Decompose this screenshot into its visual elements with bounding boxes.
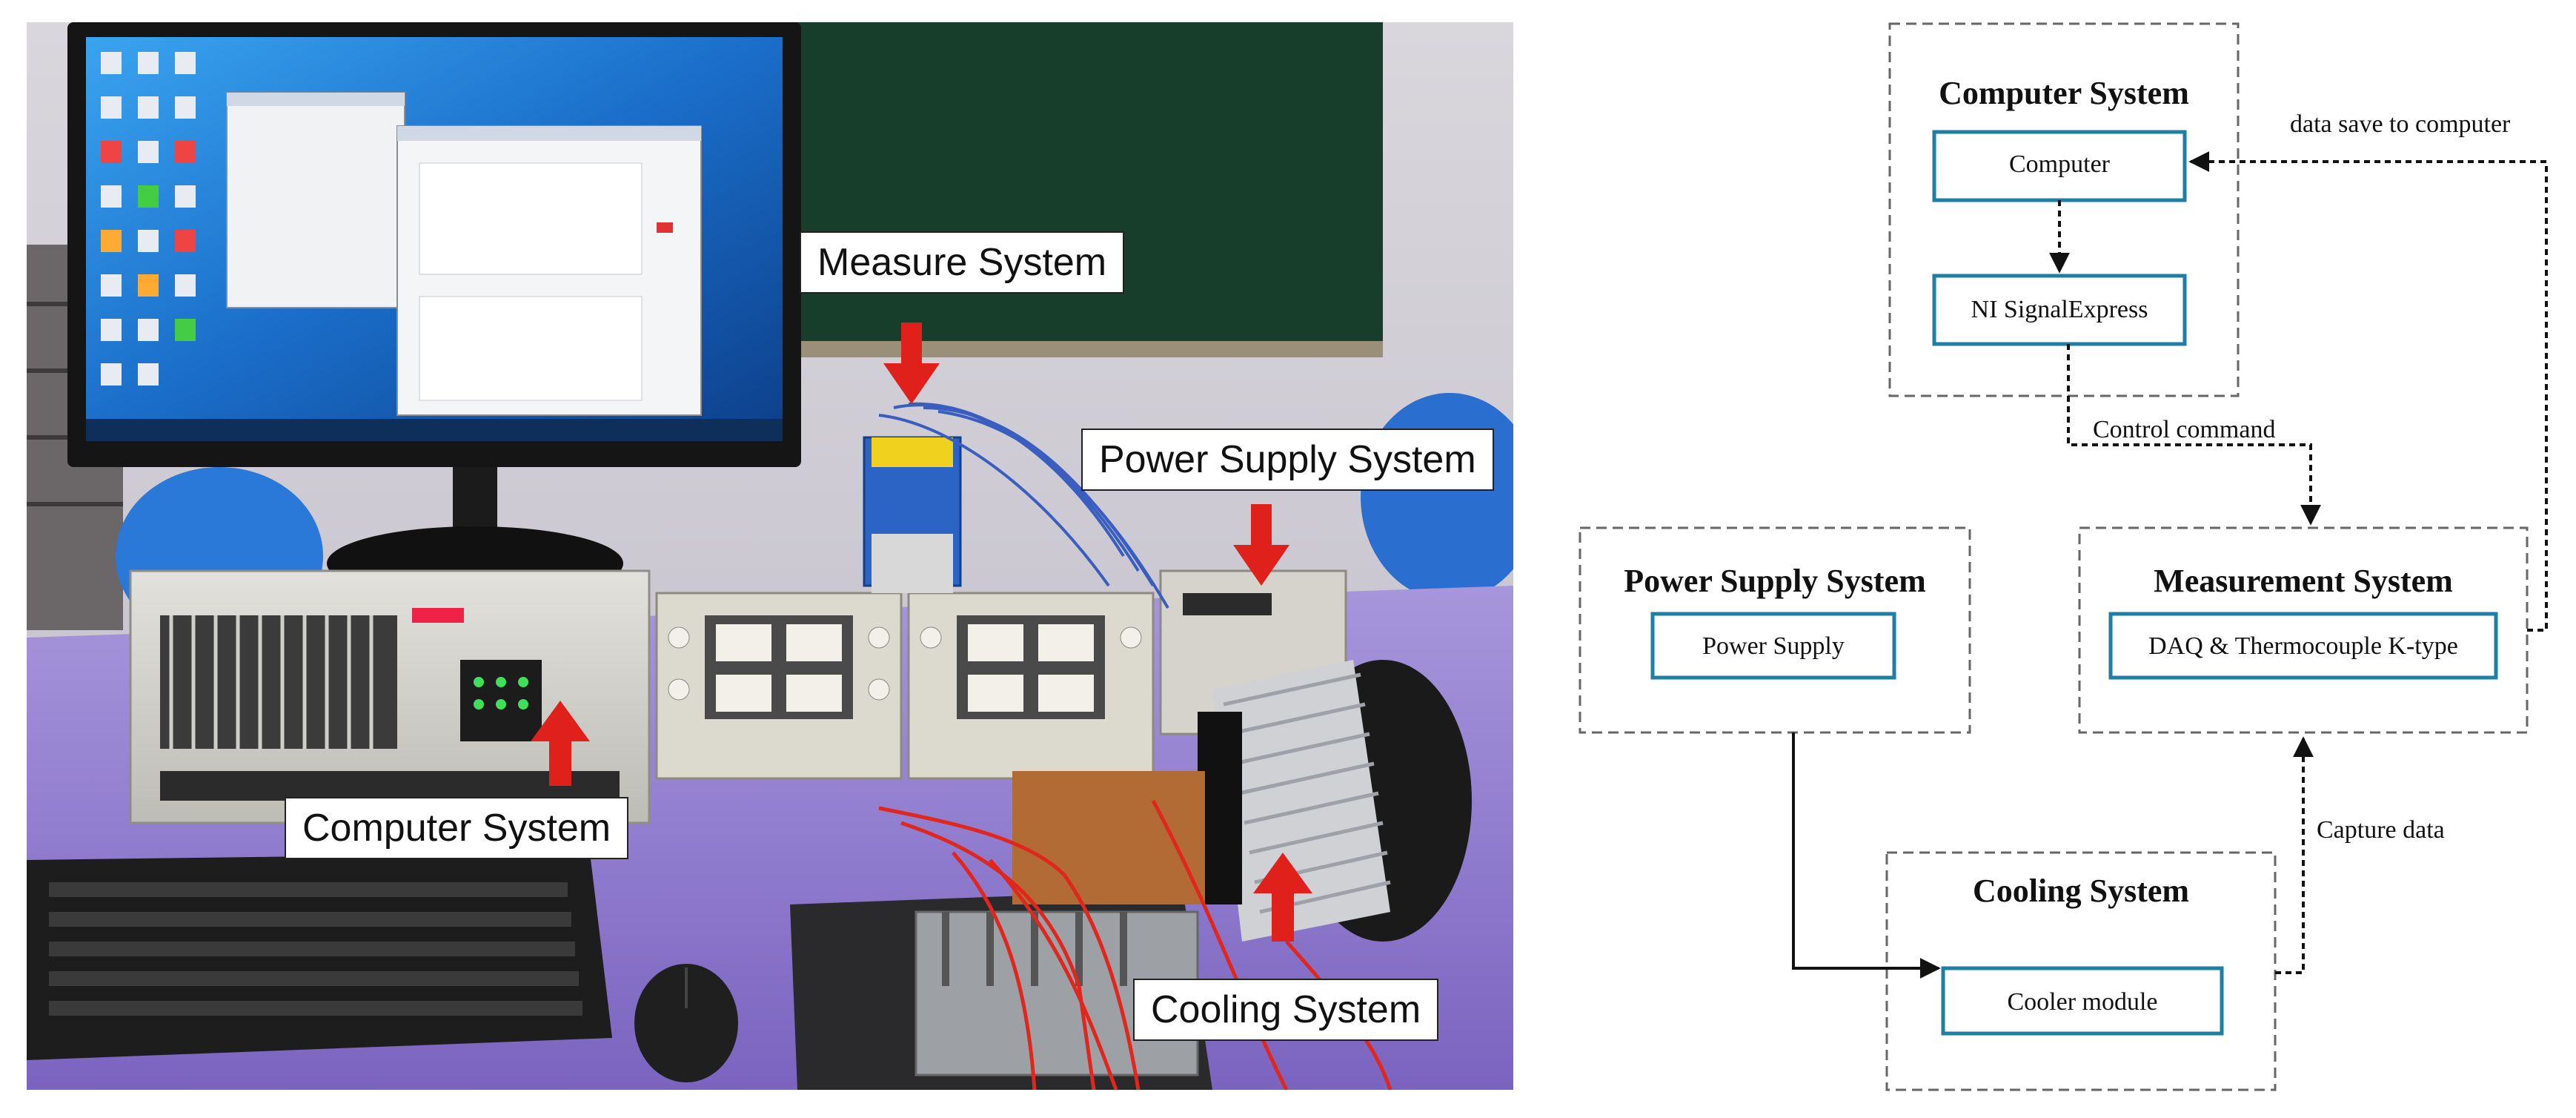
power-supply-system-frame xyxy=(1579,526,1971,734)
photo-illustration xyxy=(27,22,1513,1090)
diagram-canvas: Computer System Computer NI SignalExpres… xyxy=(1579,22,2548,1091)
power-supply-label: Power Supply xyxy=(1702,632,1845,660)
capture-data-label: Capture data xyxy=(2317,816,2445,844)
power-supply-box xyxy=(1650,612,1896,680)
cooling-module xyxy=(914,660,1472,1076)
app-window xyxy=(226,92,405,308)
daq-thermocouple-box xyxy=(2108,612,2498,680)
data-save-label: data save to computer xyxy=(2290,110,2511,138)
ni-signalexpress-box xyxy=(1932,274,2187,346)
thermocouple-wires xyxy=(878,402,1169,609)
cooler-module-box xyxy=(1941,966,2224,1036)
cooling-system-group: Cooling System Cooler module xyxy=(1885,851,2277,1091)
power-supply-system-title: Power Supply System xyxy=(1624,563,1925,599)
lab-setup-photo: Measure System Power Supply System Compu… xyxy=(27,22,1513,1090)
taskbar xyxy=(86,419,783,441)
power-supply-system-group: Power Supply System Power Supply xyxy=(1579,526,1971,734)
mouse xyxy=(634,964,738,1082)
desktop-icons xyxy=(101,52,196,386)
cooling-system-label: Cooling System xyxy=(1133,979,1439,1041)
measurement-system-title: Measurement System xyxy=(2154,563,2453,599)
measure-system-label: Measure System xyxy=(800,231,1125,294)
measurement-system-group: Measurement System DAQ & Thermocouple K-… xyxy=(2078,526,2529,734)
edge-data-save xyxy=(2188,151,2548,632)
edge-power-to-cooler xyxy=(1792,732,1941,979)
arrow-cooling xyxy=(1253,853,1312,942)
diagram-edges xyxy=(1792,151,2548,979)
cooler-module-label: Cooler module xyxy=(2007,988,2157,1016)
power-supply-system-label: Power Supply System xyxy=(1081,429,1494,491)
callout-arrows xyxy=(531,322,1312,942)
edge-capture-data xyxy=(2275,736,2314,974)
daq-thermocouple-label: DAQ & Thermocouple K-type xyxy=(2148,632,2458,660)
computer-box-label: Computer xyxy=(2009,150,2111,178)
cooling-system-title: Cooling System xyxy=(1973,873,2189,909)
ni-signalexpress-label: NI SignalExpress xyxy=(1971,296,2148,323)
arrow-measure xyxy=(883,322,940,404)
computer-system-title: Computer System xyxy=(1939,75,2189,111)
arrow-computer xyxy=(531,701,590,786)
computer-system-group: Computer System Computer NI SignalExpres… xyxy=(1888,22,2240,397)
arrow-power xyxy=(1233,504,1289,586)
control-command-label: Control command xyxy=(2093,416,2275,443)
system-block-diagram: Computer System Computer NI SignalExpres… xyxy=(1541,0,2576,1118)
edge-control-command xyxy=(2067,344,2321,526)
computer-system-label: Computer System xyxy=(285,797,629,859)
